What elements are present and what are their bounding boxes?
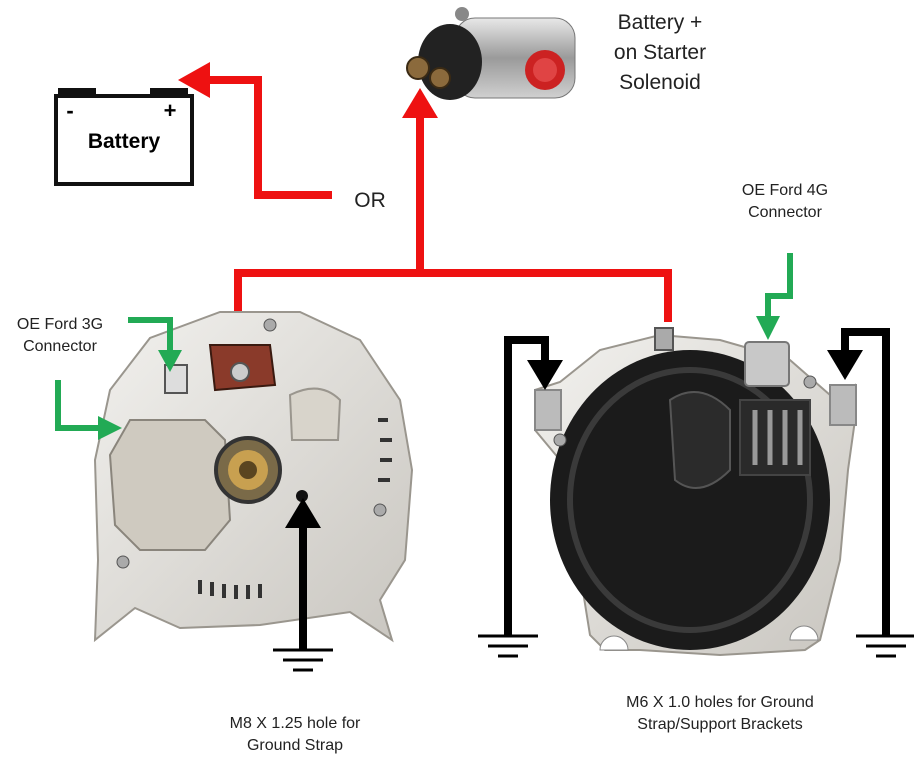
ground-symbol-icon <box>273 648 333 672</box>
solenoid-label-line: Battery + <box>617 11 703 34</box>
starter-solenoid-image <box>406 7 576 100</box>
connector-4g-label: OE Ford 4G Connector <box>720 180 850 224</box>
solenoid-label-line: Solenoid <box>619 71 701 94</box>
ground-4g-label: M6 X 1.0 holes for Ground Strap/Support … <box>570 692 870 736</box>
arrow-4g-connector <box>756 316 780 340</box>
solenoid-label: Battery + on Starter Solenoid <box>560 8 760 98</box>
battery-minus: - <box>66 98 73 123</box>
ground-symbol-icon <box>856 634 914 658</box>
alternator-3g-image <box>93 311 414 643</box>
ground-4g-label-line: Strap/Support Brackets <box>637 716 803 733</box>
ground-arrow-4g-left <box>527 360 563 390</box>
ground-symbol-icon <box>478 634 538 658</box>
connector-4g-label-line: OE Ford 4G <box>741 182 829 199</box>
connector-4g-label-line: Connector <box>748 204 822 221</box>
arrow-to-battery <box>178 62 210 98</box>
ground-arrow-3g <box>285 498 321 528</box>
solenoid-label-line: on Starter <box>613 41 707 64</box>
ground-3g-label-line: M8 X 1.25 hole for <box>229 715 361 732</box>
connector-3g-label: OE Ford 3G Connector <box>0 314 120 358</box>
ground-3g-label: M8 X 1.25 hole for Ground Strap <box>180 713 410 757</box>
connector-3g-label-line: OE Ford 3G <box>16 316 104 333</box>
alternator-4g-image <box>534 327 857 657</box>
arrow-3g-connector-top <box>158 350 182 372</box>
battery-icon: - + Battery <box>54 88 194 186</box>
battery-plus: + <box>164 98 177 123</box>
battery-label: Battery <box>88 130 161 153</box>
ground-arrow-4g-right <box>827 350 863 380</box>
connector-3g-label-line: Connector <box>23 338 97 355</box>
ground-3g-label-line: Ground Strap <box>246 737 344 754</box>
or-label: OR <box>354 189 386 212</box>
pointer-arrows <box>55 253 793 431</box>
ground-wires <box>299 328 890 650</box>
arrow-to-solenoid <box>402 88 438 118</box>
ground-4g-label-line: M6 X 1.0 holes for Ground <box>626 694 814 711</box>
arrow-3g-connector-side <box>98 416 122 440</box>
